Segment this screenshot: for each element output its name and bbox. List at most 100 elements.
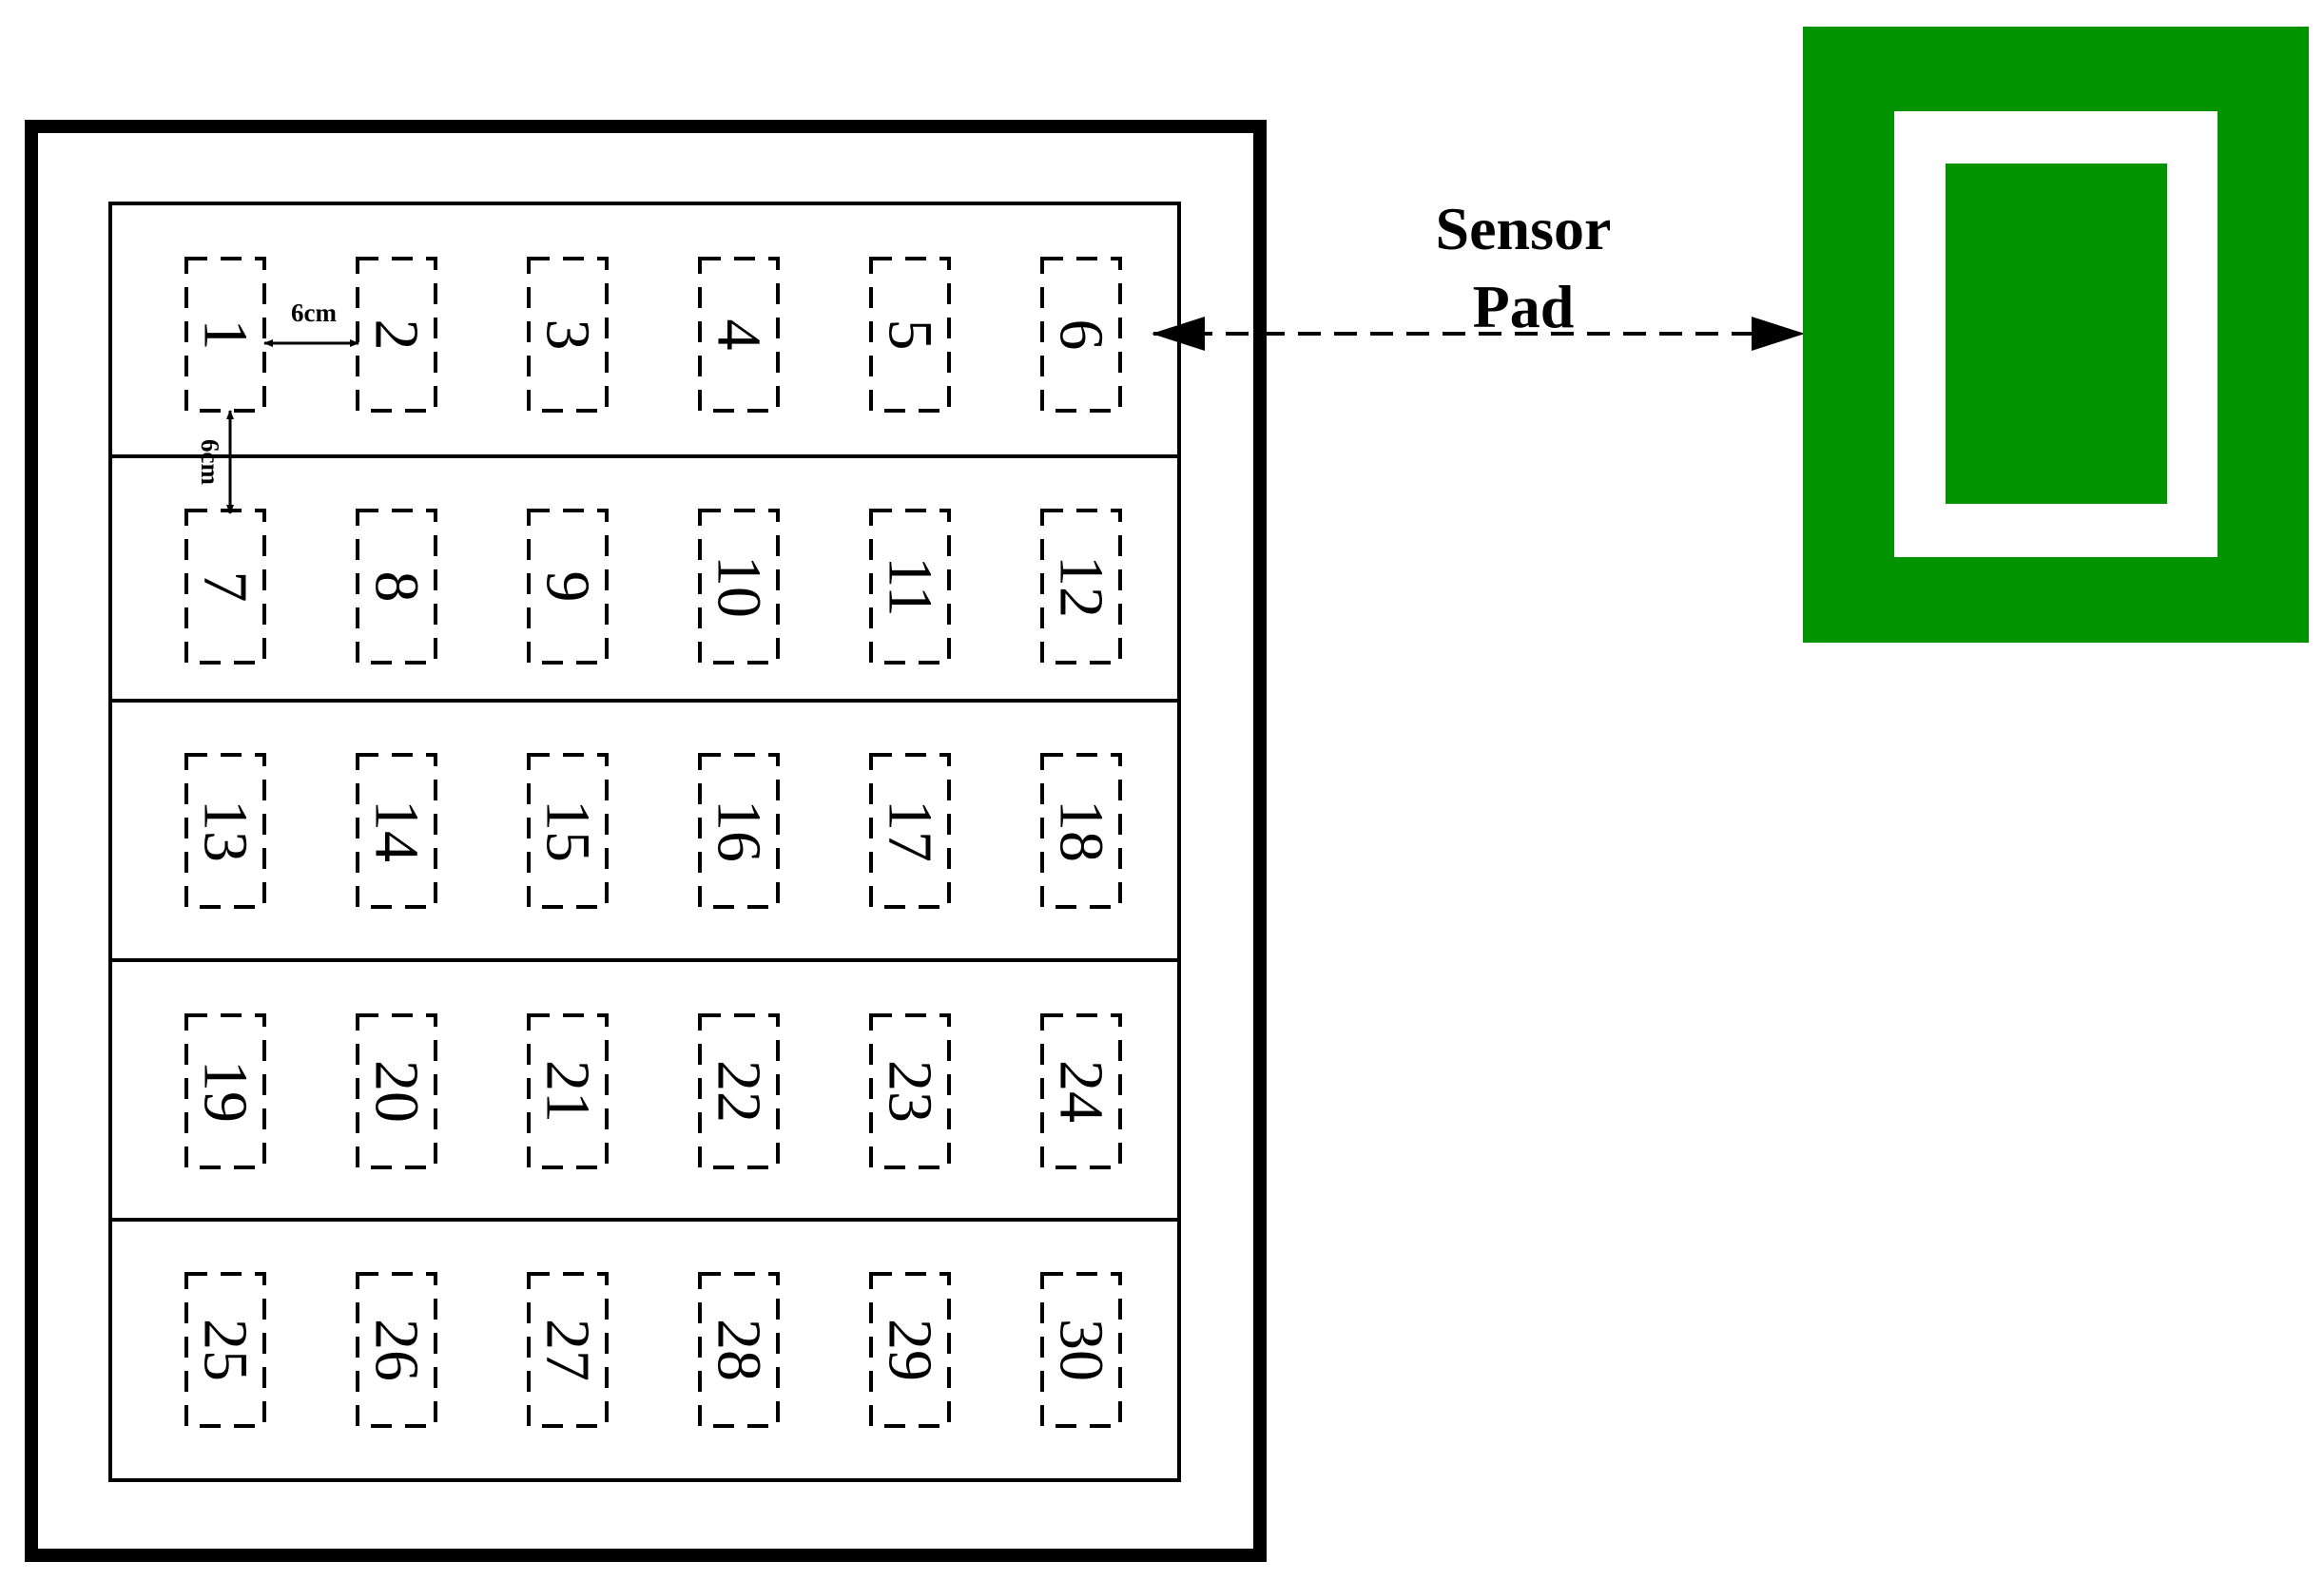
sensor-cell-border <box>698 1013 780 1169</box>
sensor-cell-border <box>1040 1272 1122 1428</box>
sensor-cell: 29 <box>869 1272 951 1428</box>
row-dividers <box>110 454 1179 1222</box>
sensor-cell-border <box>184 509 266 665</box>
sensor-cell: 28 <box>698 1272 780 1428</box>
sensor-cell-number: 15 <box>533 800 603 862</box>
sensor-cell-number: 7 <box>191 571 261 603</box>
sensor-cell-number: 19 <box>191 1060 261 1123</box>
sensor-cell-number: 9 <box>533 571 603 603</box>
sensor-cell-border <box>869 753 951 909</box>
sensor-cell-border <box>356 1272 437 1428</box>
sensor-cell-number: 13 <box>191 800 261 862</box>
sensor-cell-number: 23 <box>876 1060 945 1123</box>
sensor-cell-border <box>1040 257 1122 413</box>
sensor-cell-border <box>184 257 266 413</box>
sensor-cell-number: 24 <box>1047 1060 1116 1123</box>
sensor-cell: 14 <box>356 753 437 909</box>
sensor-cell: 17 <box>869 753 951 909</box>
sensor-cell-border <box>698 753 780 909</box>
sensor-cell-number: 10 <box>705 555 774 618</box>
sensor-cell-border <box>527 257 609 413</box>
sensor-cell-border <box>698 257 780 413</box>
vertical-dimension-label: 6cm <box>196 439 224 485</box>
sensor-cell-number: 11 <box>876 556 945 617</box>
sensor-cell: 15 <box>527 753 609 909</box>
sensor-cell-number: 2 <box>362 319 432 351</box>
sensor-cell-number: 17 <box>876 800 945 862</box>
sensor-cell-number: 29 <box>876 1319 945 1381</box>
sensor-cell-border <box>1040 1013 1122 1169</box>
sensor-cell: 1 <box>184 257 266 413</box>
sensor-cell: 7 <box>184 509 266 665</box>
vertical-dimension: 6cm <box>196 410 234 514</box>
sensor-cell-border <box>869 1013 951 1169</box>
sensor-cell: 6 <box>1040 257 1122 413</box>
sensor-cell: 24 <box>1040 1013 1122 1169</box>
sensor-cell-border <box>184 753 266 909</box>
sensor-cell-number: 22 <box>705 1060 774 1123</box>
sensor-cell: 8 <box>356 509 437 665</box>
sensor-cell: 4 <box>698 257 780 413</box>
sensor-cell: 10 <box>698 509 780 665</box>
sensor-cell-number: 18 <box>1047 800 1116 862</box>
sensor-cell-border <box>698 1272 780 1428</box>
sensor-cell-number: 3 <box>533 319 603 351</box>
sensor-cell: 2 <box>356 257 437 413</box>
sensor-cell-number: 5 <box>876 319 945 351</box>
sensor-cell-border <box>356 257 437 413</box>
sensor-cell-border <box>527 1013 609 1169</box>
sensor-cell-number: 30 <box>1047 1319 1116 1381</box>
sensor-cell-border <box>869 257 951 413</box>
sensor-cell: 22 <box>698 1013 780 1169</box>
sensor-cell-number: 28 <box>705 1319 774 1381</box>
sensor-cell: 9 <box>527 509 609 665</box>
sensor-cell-number: 12 <box>1047 555 1116 618</box>
sensor-cell-border <box>527 753 609 909</box>
sensor-cell: 26 <box>356 1272 437 1428</box>
horizontal-dimension-label: 6cm <box>291 299 337 327</box>
sensor-cell-border <box>869 1272 951 1428</box>
inner-grid-frame <box>108 202 1181 1482</box>
sensor-cell-border <box>184 1013 266 1169</box>
sensor-pad-core <box>1946 164 2167 504</box>
sensor-pad-graphic <box>1803 27 2309 643</box>
sensor-cell: 3 <box>527 257 609 413</box>
sensor-cell: 18 <box>1040 753 1122 909</box>
sensor-cell: 21 <box>527 1013 609 1169</box>
sensor-cell-number: 6 <box>1047 319 1116 351</box>
sensor-cell: 12 <box>1040 509 1122 665</box>
sensor-cell-number: 8 <box>362 571 432 603</box>
sensor-cell: 5 <box>869 257 951 413</box>
sensor-cell: 16 <box>698 753 780 909</box>
sensor-cell-border <box>869 509 951 665</box>
sensor-cell-border <box>698 509 780 665</box>
sensor-cell: 27 <box>527 1272 609 1428</box>
horizontal-dimension: 6cm <box>263 299 359 347</box>
sensor-cell-border <box>356 753 437 909</box>
sensor-label-line2: Pad <box>1473 273 1575 340</box>
sensor-cell-number: 20 <box>362 1060 432 1123</box>
sensor-cell: 30 <box>1040 1272 1122 1428</box>
sensor-cell-number: 16 <box>705 800 774 862</box>
sensor-cell-number: 14 <box>362 800 432 862</box>
sensor-cell-border <box>356 509 437 665</box>
sensor-cell-border <box>1040 509 1122 665</box>
sensor-cell: 20 <box>356 1013 437 1169</box>
sensor-cell: 19 <box>184 1013 266 1169</box>
outer-frame <box>25 120 1267 1562</box>
sensor-cell-number: 27 <box>533 1319 603 1381</box>
sensor-cell-number: 26 <box>362 1319 432 1381</box>
sensor-cell: 11 <box>869 509 951 665</box>
sensor-cell-number: 4 <box>705 319 774 351</box>
sensor-label-line1: Sensor <box>1436 195 1612 262</box>
sensor-cell-number: 1 <box>191 319 261 351</box>
sensor-cell: 13 <box>184 753 266 909</box>
sensor-cell-border <box>527 509 609 665</box>
sensor-cell: 25 <box>184 1272 266 1428</box>
sensor-cell: 23 <box>869 1013 951 1169</box>
sensor-cell-border <box>1040 753 1122 909</box>
sensor-cell-border <box>356 1013 437 1169</box>
sensor-cell-number: 21 <box>533 1060 603 1123</box>
